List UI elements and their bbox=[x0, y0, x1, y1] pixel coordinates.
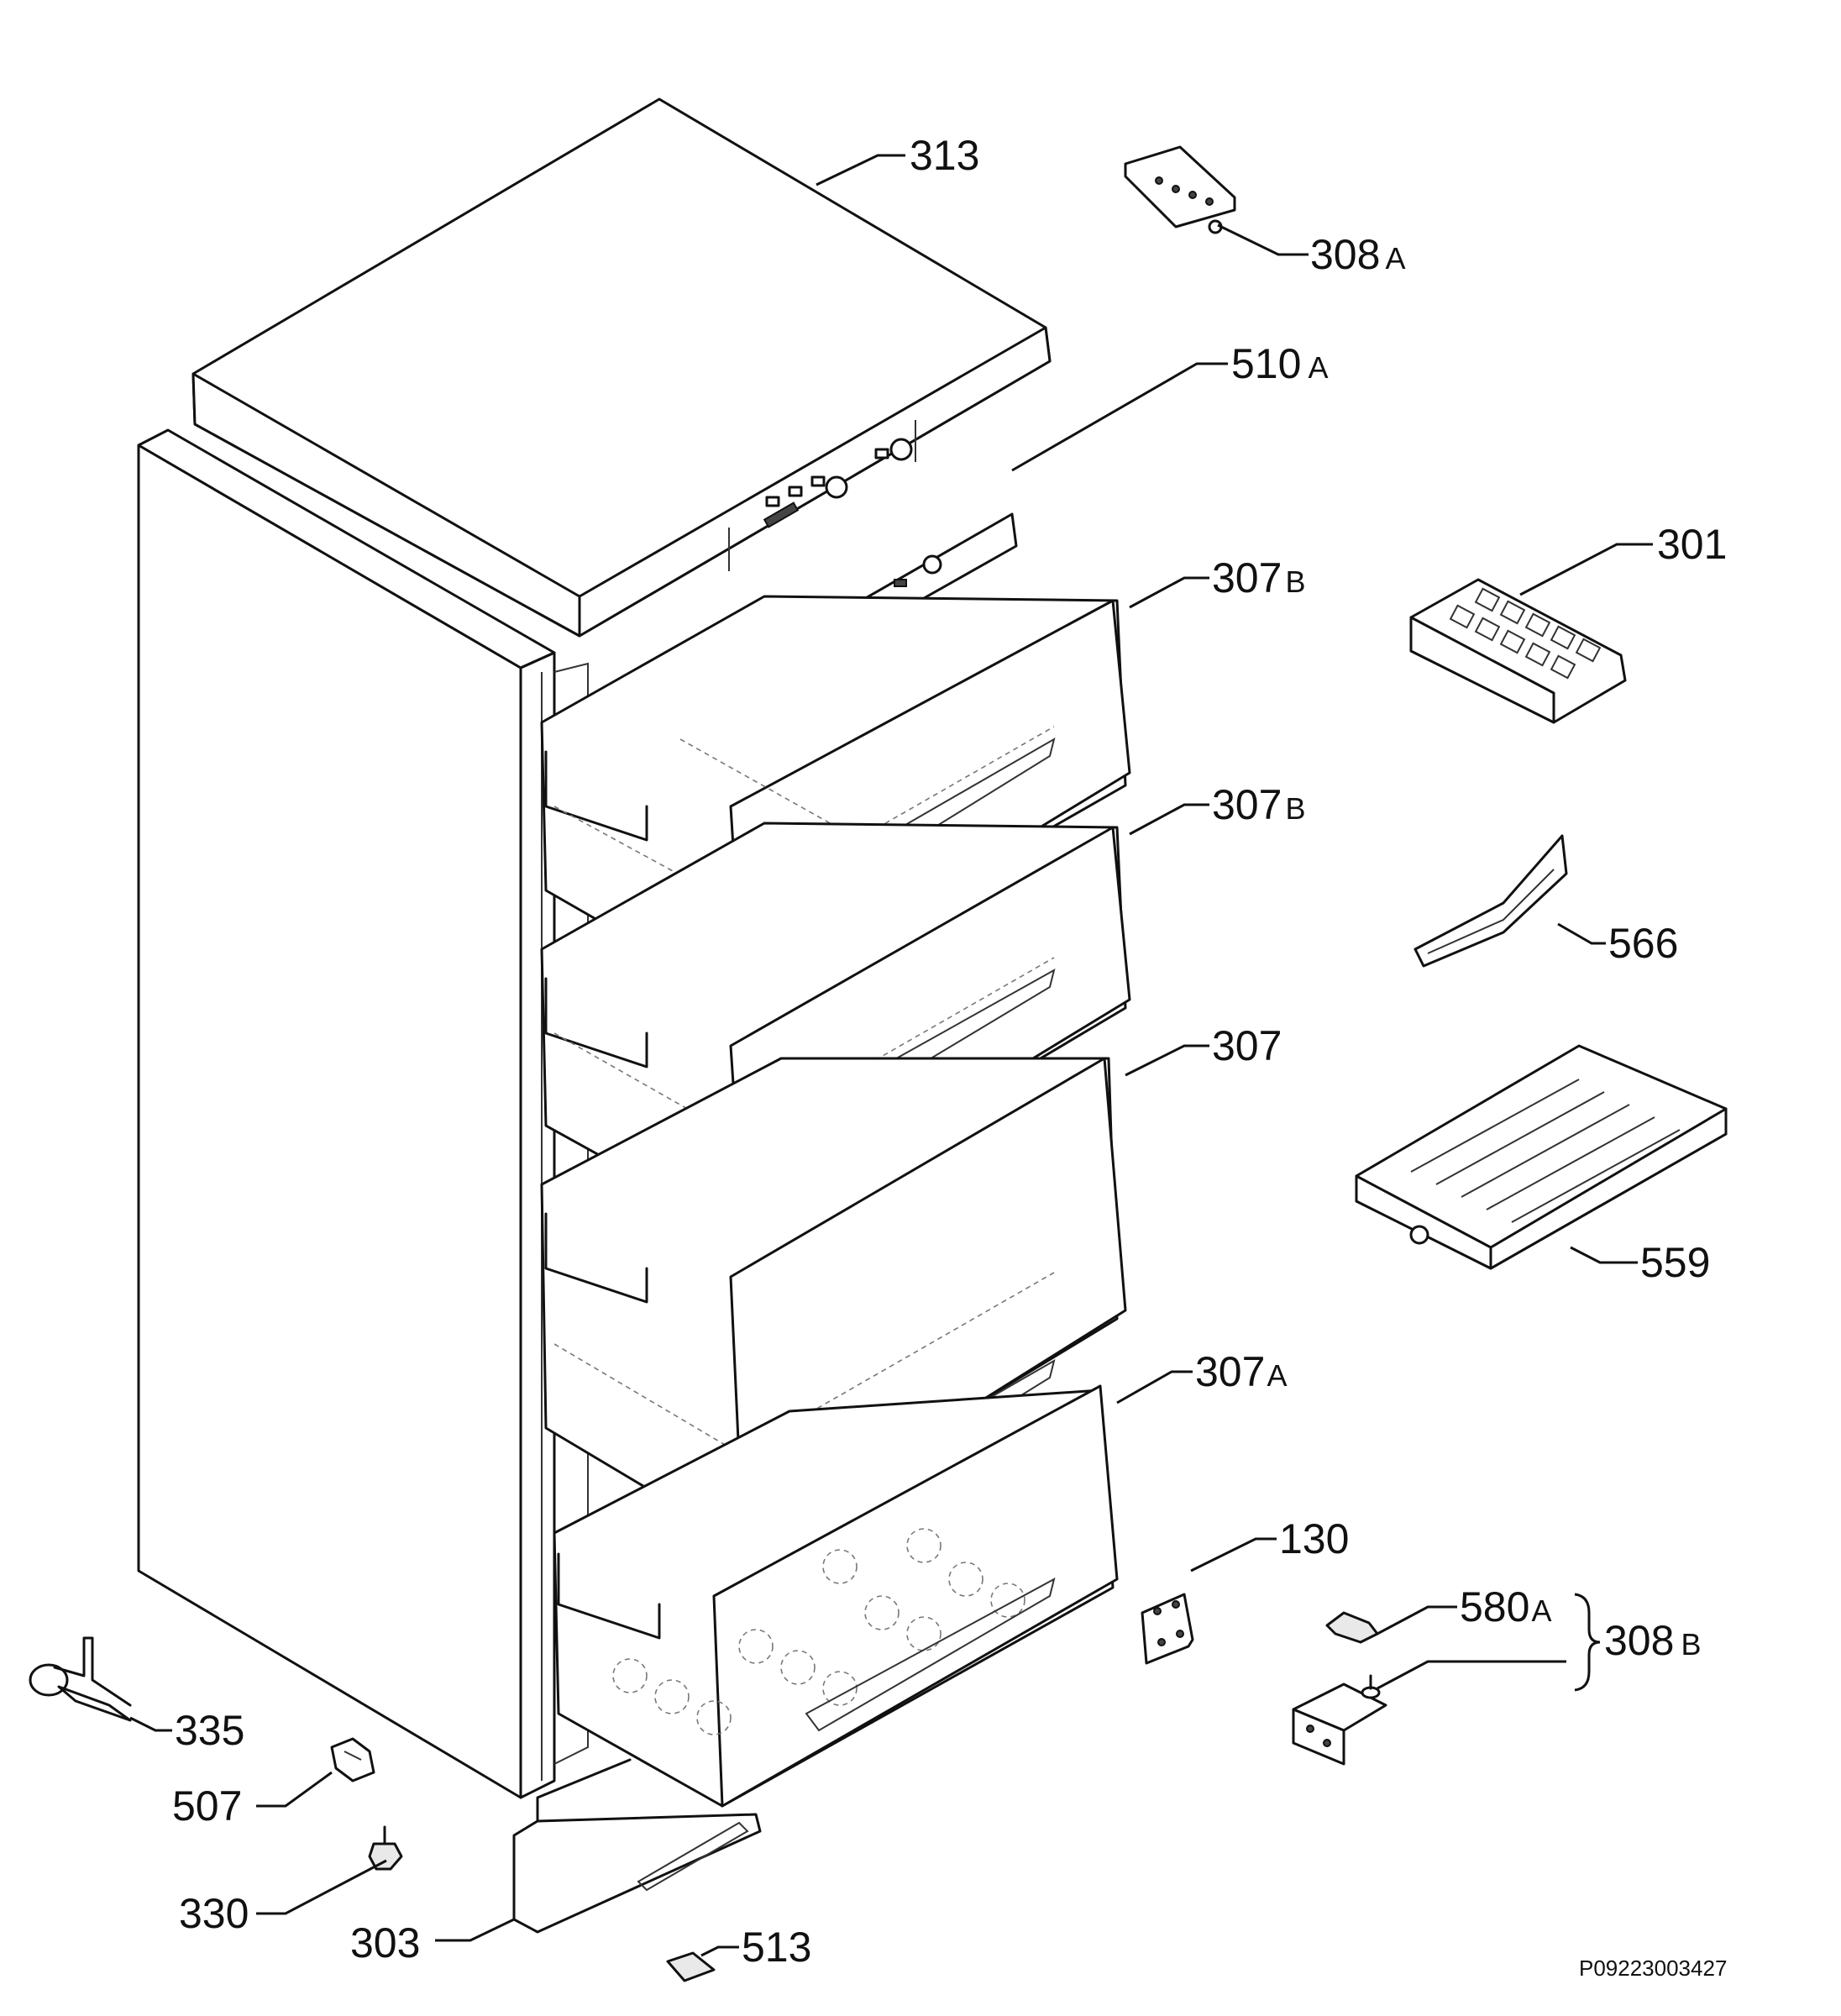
label-330: 330 bbox=[179, 1890, 249, 1937]
label-335: 335 bbox=[175, 1707, 244, 1754]
label-566: 566 bbox=[1608, 920, 1678, 967]
bottom-hinge-335 bbox=[29, 1636, 132, 1722]
label-313: 313 bbox=[910, 132, 979, 179]
bottom-hinge-308b bbox=[1292, 1674, 1387, 1766]
adjustable-foot-330 bbox=[368, 1825, 403, 1871]
label-301: 301 bbox=[1657, 521, 1727, 568]
reference-code: P09223003427 bbox=[1579, 1956, 1727, 1981]
label-580a: 580A bbox=[1460, 1583, 1551, 1630]
ice-cube-tray-301 bbox=[1409, 578, 1627, 724]
drawer-307a-bottom bbox=[553, 1384, 1119, 1808]
top-hinge-308a bbox=[1124, 145, 1236, 234]
plate-130 bbox=[1141, 1593, 1194, 1665]
top-cover-313 bbox=[191, 97, 1052, 638]
hinge-pin-580a bbox=[1325, 1611, 1379, 1644]
label-559: 559 bbox=[1640, 1239, 1710, 1286]
label-307a: 307A bbox=[1195, 1348, 1287, 1395]
label-307: 307 bbox=[1212, 1022, 1282, 1069]
cabinet-body bbox=[137, 428, 589, 1799]
label-303: 303 bbox=[350, 1919, 420, 1966]
label-130: 130 bbox=[1279, 1515, 1349, 1562]
ice-scraper-566 bbox=[1414, 834, 1568, 968]
bracket-507 bbox=[330, 1737, 375, 1782]
clip-513 bbox=[666, 1951, 716, 1982]
cold-accumulator-559 bbox=[1355, 1044, 1728, 1270]
label-513: 513 bbox=[742, 1924, 811, 1971]
label-507: 507 bbox=[172, 1782, 242, 1830]
leader-lines bbox=[129, 154, 1653, 1957]
